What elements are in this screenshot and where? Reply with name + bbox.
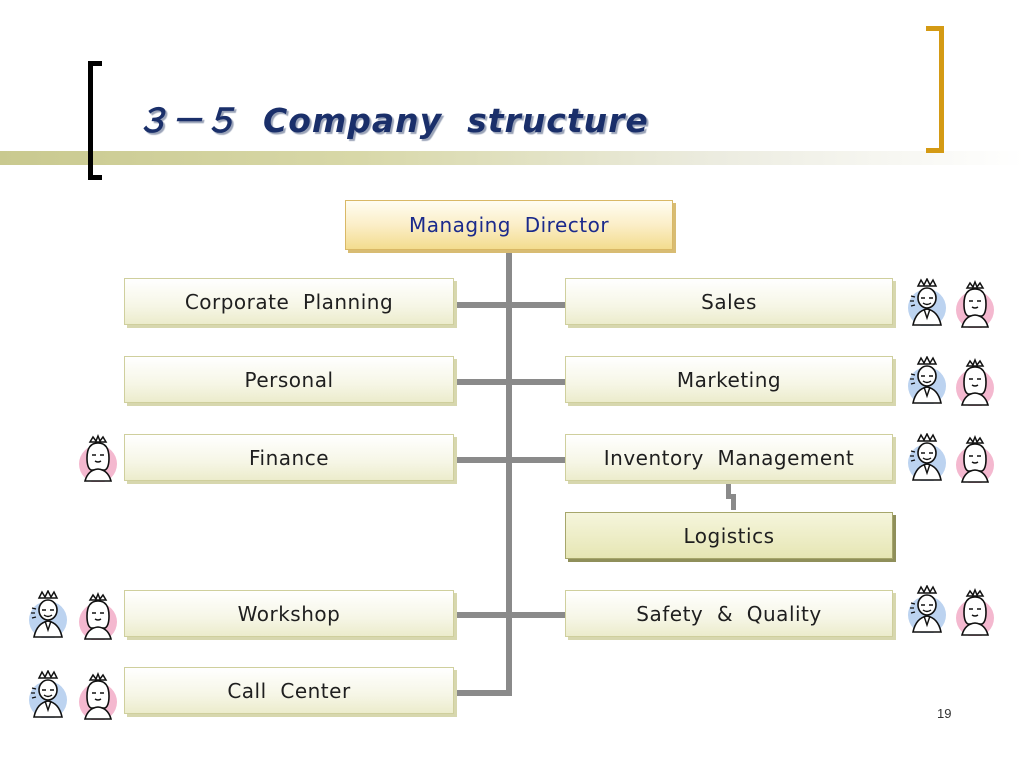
crowned-woman-icon <box>955 436 995 483</box>
crowned-woman-icon <box>955 589 995 636</box>
connector-workshop <box>455 612 509 618</box>
crowned-man-icon <box>907 356 947 404</box>
safety-quality-box: Safety & Quality <box>565 590 893 637</box>
crowned-woman-icon <box>78 673 118 720</box>
crowned-man-icon <box>28 590 68 638</box>
connector-marketing <box>509 379 565 385</box>
logistics-box: Logistics <box>565 512 893 559</box>
slide-title: ３－５ Company structure <box>136 101 649 140</box>
finance-box: Finance <box>124 434 454 481</box>
connector-sales <box>509 302 565 308</box>
connector-logistics-a <box>726 484 731 498</box>
sales-box: Sales <box>565 278 893 325</box>
connector-personal <box>455 379 509 385</box>
marketing-box: Marketing <box>565 356 893 403</box>
connector-corporate-planning <box>455 302 509 308</box>
page-number: 19 <box>937 706 952 721</box>
corporate-planning-box: Corporate Planning <box>124 278 454 325</box>
left-bracket <box>88 61 102 180</box>
crowned-man-icon <box>907 585 947 633</box>
crowned-man-icon <box>28 670 68 718</box>
crowned-woman-icon <box>955 281 995 328</box>
crowned-man-icon <box>907 278 947 326</box>
inventory-management-box: Inventory Management <box>565 434 893 481</box>
call-center-box: Call Center <box>124 667 454 714</box>
crowned-woman-icon <box>955 359 995 406</box>
crowned-woman-icon <box>78 593 118 640</box>
workshop-box: Workshop <box>124 590 454 637</box>
crowned-man-icon <box>907 433 947 481</box>
connector-logistics-c <box>731 494 736 510</box>
trunk-line <box>506 249 512 696</box>
crowned-woman-icon <box>78 435 118 482</box>
connector-call-center <box>455 690 512 696</box>
personal-box: Personal <box>124 356 454 403</box>
connector-inventory <box>509 457 565 463</box>
connector-finance <box>455 457 509 463</box>
connector-safety <box>509 612 565 618</box>
right-bracket <box>926 26 944 153</box>
managing-director-box: Managing Director <box>345 200 673 250</box>
title-band <box>0 151 1024 165</box>
